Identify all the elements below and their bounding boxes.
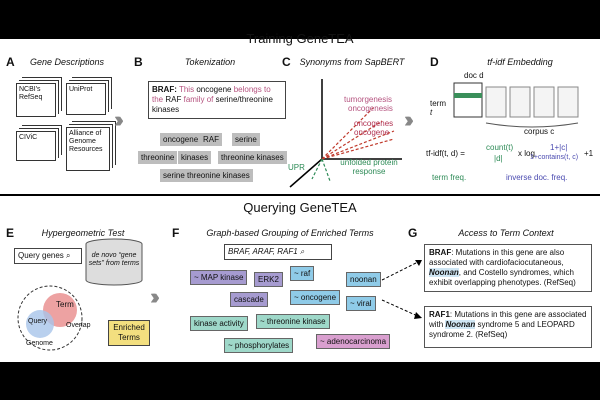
database-icon [85,238,143,286]
venn-query: Query [28,318,48,325]
token: threonine kinases [218,151,287,164]
term-node: ~ raf [290,266,315,281]
query-genes-box: Query genes ⌕ [14,248,82,264]
venn-diagram [17,285,83,351]
term-node: ~ MAP kinase [190,270,248,285]
venn-genome: Genome [26,340,53,347]
tf-label: term freq. [432,173,467,182]
token: serine threonine kinases [160,169,253,182]
panel-e-title: Hypergeometric Test [41,228,125,238]
search-icon: ⌕ [66,251,71,260]
venn-term: Term [56,300,74,309]
corpus-label: corpus c [524,127,555,136]
doc-label: doc d [464,71,484,80]
panel-f-label: F [172,226,180,240]
context-arrows [381,259,423,319]
search-icon: ⌕ [299,247,305,256]
panel-e-label: E [6,226,15,240]
context-card-raf1: RAF1: Mutations in this gene are associa… [424,306,592,348]
querying-panel: Querying GeneTEA E Hypergeometric Test Q… [0,196,600,362]
token: threonine [138,151,178,164]
panel-a-label: A [6,55,15,69]
token: RAF [200,133,222,146]
chevron-arrow-icon: ››› [114,107,124,132]
embedding-vector-plot [289,79,402,188]
panel-c-title: Synonyms from SapBERT [299,57,405,67]
panel-d-title: tf-idf Embedding [487,57,553,67]
idf-label: inverse doc. freq. [506,173,568,182]
chevron-arrow-icon: ››› [150,284,160,309]
enriched-terms-box: Enriched Terms [108,320,150,346]
tf-idf-matrix [453,82,579,128]
synonym-label: oncogenesis [348,104,393,113]
token: oncogene [160,133,202,146]
term-node: ~ viral [346,296,376,311]
panel-b-title: Tokenization [184,57,236,67]
synonym-label: oncogene [354,128,390,137]
doc-refseq: NCBI's RefSeq [16,83,56,117]
panel-g-label: G [408,226,418,240]
panel-f-title: Graph-based Grouping of Enriched Terms [206,228,374,238]
term-node: noonan [346,272,381,287]
term-node: ERK2 [254,272,283,287]
panel-b-label: B [134,55,143,69]
gene-search-input[interactable]: BRAF, ARAF, RAF1 ⌕ [224,244,332,260]
venn-overlap: Overlap [66,322,91,329]
doc-alliance: Alliance of Genome Resources [66,127,110,171]
synonym-label: oncogenes [354,119,394,128]
sentence-box: BRAF: This oncogene belongs to the RAF f… [148,81,286,119]
token: kinases [178,151,212,164]
db-label: de novo “gene sets” from terms [88,252,140,267]
term-node: cascade [230,292,268,307]
synonym-label: tumorgenesis [344,95,393,104]
term-node: kinase activity [190,316,248,331]
training-panel: Training GeneTEA A Gene Descriptions NCB… [0,31,600,194]
chevron-arrow-icon: ››› [404,107,414,132]
section-title-querying: Querying GeneTEA [243,200,357,215]
doc-uniprot: UniProt [66,83,106,115]
section-title-training: Training GeneTEA [246,31,354,46]
token: serine [232,133,260,146]
term-node: ~ oncogene [290,290,341,305]
doc-civic: CIViC [16,131,56,161]
synonym-label: unfolded protein response [340,158,398,176]
term-node: ~ adenocarcinoma [316,334,391,349]
panel-g-title: Access to Term Context [458,228,554,238]
panel-d-label: D [430,55,439,69]
term-node: ~ threonine kinase [256,314,330,329]
context-card-braf: BRAF: Mutations in this gene are also as… [424,244,592,292]
panel-a-title: Gene Descriptions [29,57,105,67]
panel-c-label: C [282,55,291,69]
term-node: ~ phosphorylates [224,338,294,353]
synonym-label: UPR [288,163,305,172]
